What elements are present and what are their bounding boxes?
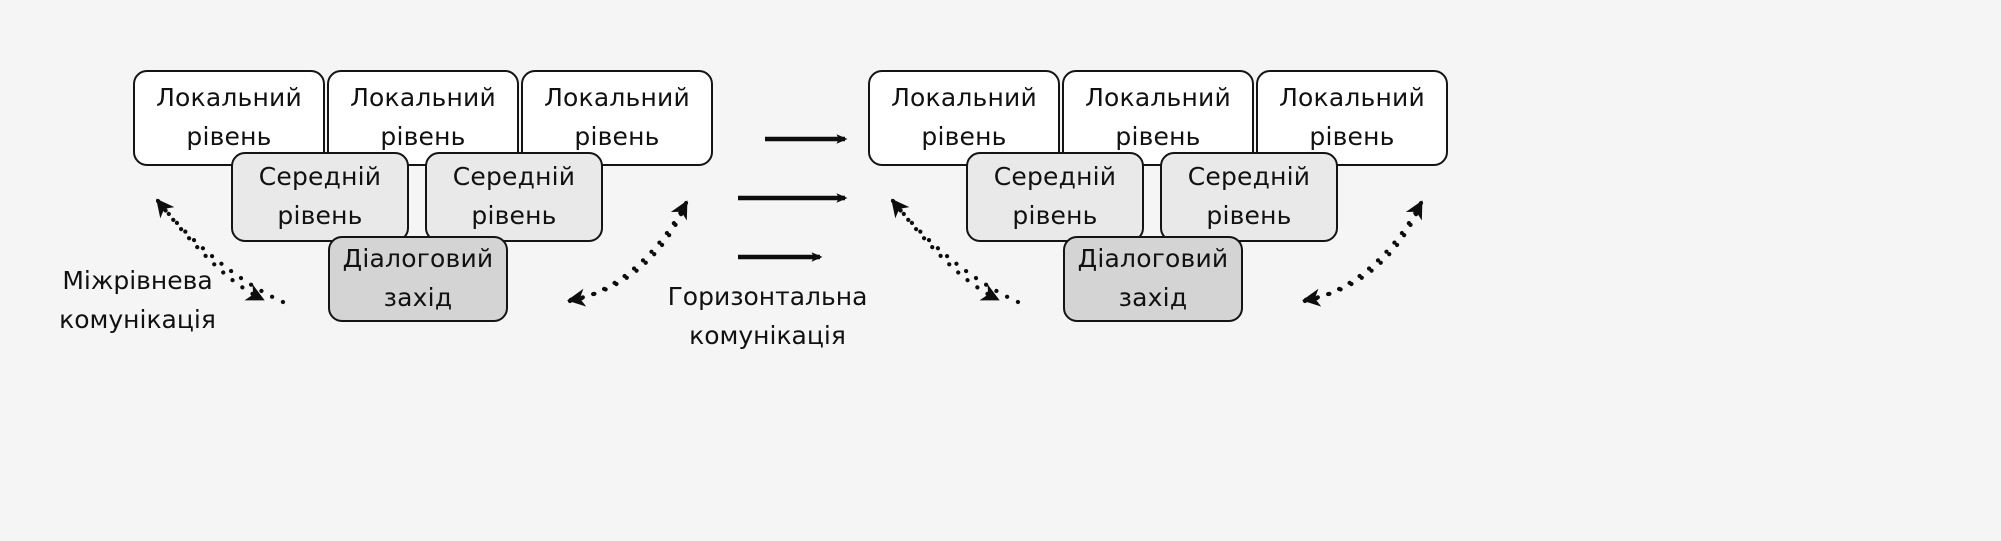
node-label-line1: Локальний xyxy=(891,83,1037,113)
right-middle-node-2[interactable]: Середній рівень xyxy=(1160,152,1338,242)
right-middle-node-1[interactable]: Середній рівень xyxy=(966,152,1144,242)
caption-line1: Міжрівнева xyxy=(62,266,213,295)
interlevel-communication-caption: Міжрівнева комунікація xyxy=(25,262,250,340)
caption-line2: комунікація xyxy=(59,304,216,334)
node-label-line1: Середній xyxy=(452,162,576,192)
node-label-line1: Діалоговий xyxy=(1077,244,1229,274)
caption-line1: Горизонтальна xyxy=(667,282,868,311)
right-local-node-2[interactable]: Локальний рівень xyxy=(1062,70,1254,166)
node-label-line2: захід xyxy=(1118,283,1188,312)
left-local-node-3[interactable]: Локальний рівень xyxy=(521,70,713,166)
node-label-line1: Середній xyxy=(1187,162,1311,192)
node-label-line1: Локальний xyxy=(350,83,496,113)
node-label-line2: захід xyxy=(383,283,453,312)
left-middle-node-2[interactable]: Середній рівень xyxy=(425,152,603,242)
node-label-line2: рівень xyxy=(574,122,660,151)
node-label-line2: рівень xyxy=(380,122,466,151)
node-label-line1: Діалоговий xyxy=(342,244,494,274)
dotted-arrow-left-up xyxy=(155,198,286,305)
left-local-node-1[interactable]: Локальний рівень xyxy=(133,70,325,166)
horizontal-communication-caption: Горизонтальна комунікація xyxy=(655,278,880,356)
node-label-line1: Локальний xyxy=(544,83,690,113)
node-label-line1: Локальний xyxy=(156,83,302,113)
node-label-line1: Середній xyxy=(258,162,382,192)
node-label-line1: Середній xyxy=(993,162,1117,192)
right-local-node-1[interactable]: Локальний рівень xyxy=(868,70,1060,166)
dotted-arrow-right-up xyxy=(890,198,1021,305)
right-local-node-3[interactable]: Локальний рівень xyxy=(1256,70,1448,166)
node-label-line2: рівень xyxy=(1012,201,1098,230)
node-label-line2: рівень xyxy=(277,201,363,230)
node-label-line1: Локальний xyxy=(1279,83,1425,113)
node-label-line2: рівень xyxy=(471,201,557,230)
node-label-line1: Локальний xyxy=(1085,83,1231,113)
left-middle-node-1[interactable]: Середній рівень xyxy=(231,152,409,242)
left-dialog-node[interactable]: Діалоговий захід xyxy=(328,236,508,322)
node-label-line2: рівень xyxy=(921,122,1007,151)
dotted-arrow-left-right-up xyxy=(567,200,689,304)
node-label-line2: рівень xyxy=(1309,122,1395,151)
node-label-line2: рівень xyxy=(1115,122,1201,151)
dotted-arrow-right-right-up xyxy=(1302,200,1424,304)
left-local-node-2[interactable]: Локальний рівень xyxy=(327,70,519,166)
dotted-arrow-left-down xyxy=(155,198,265,302)
node-label-line2: рівень xyxy=(1206,201,1292,230)
caption-line2: комунікація xyxy=(689,320,846,350)
right-dialog-node[interactable]: Діалоговий захід xyxy=(1063,236,1243,322)
node-label-line2: рівень xyxy=(186,122,272,151)
dotted-arrow-right-down xyxy=(890,198,1000,302)
